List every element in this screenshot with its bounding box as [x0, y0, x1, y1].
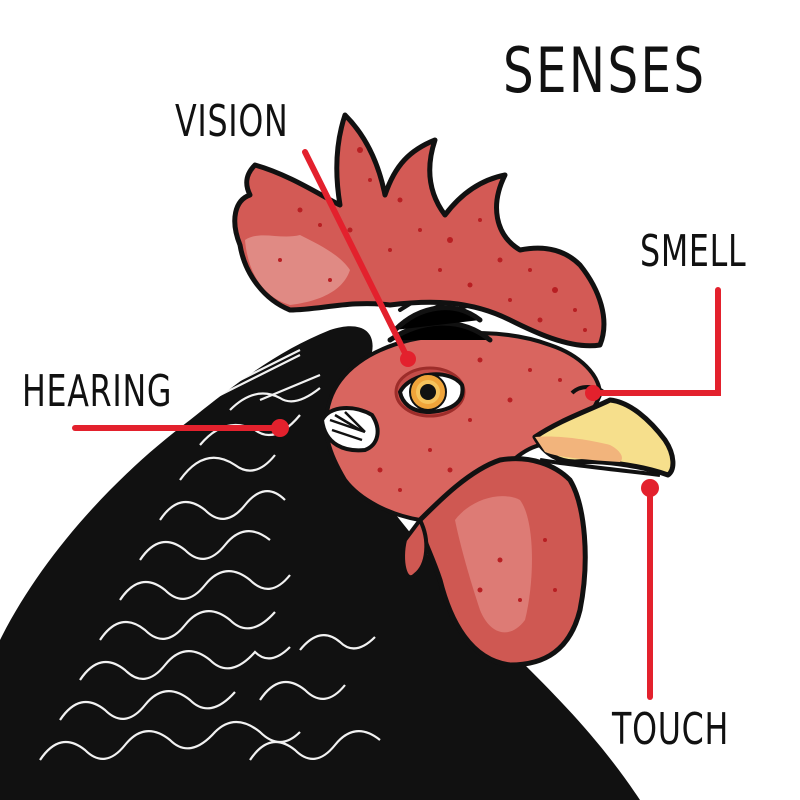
beak: [532, 385, 676, 478]
dot-touch: [641, 479, 659, 497]
pointers: [72, 149, 721, 700]
diagram-title: SENSES: [503, 34, 707, 107]
wattle: [401, 456, 588, 668]
eye: [394, 366, 466, 418]
dot-vision: [400, 351, 416, 367]
label-touch: TOUCH: [612, 704, 730, 755]
comb: [232, 112, 607, 349]
dot-hearing: [271, 419, 289, 437]
label-smell: SMELL: [640, 226, 747, 277]
dot-smell: [585, 385, 601, 401]
label-vision: VISION: [175, 96, 289, 147]
pointer-dots: [271, 351, 659, 497]
pointer-smell: [590, 287, 721, 396]
label-hearing: HEARING: [22, 366, 173, 417]
pointer-vision: [302, 149, 411, 362]
